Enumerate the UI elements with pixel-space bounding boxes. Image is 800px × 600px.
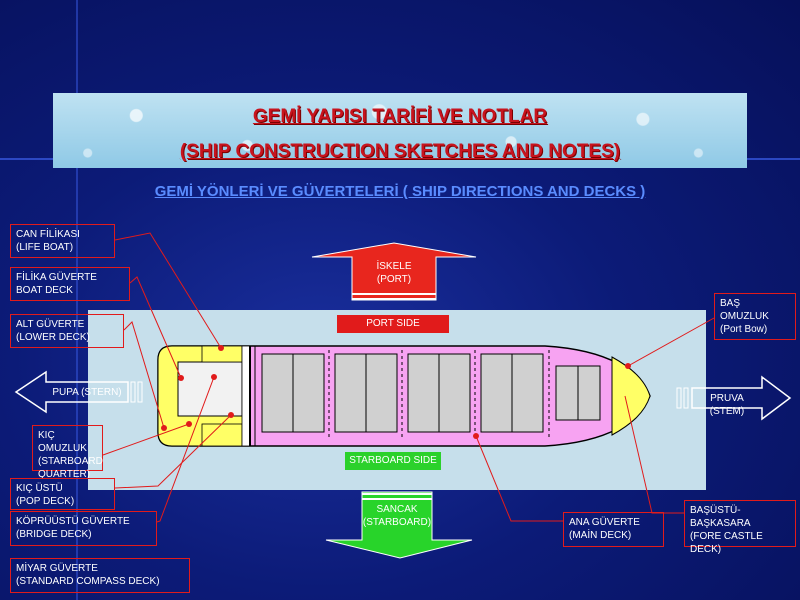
port-arrow <box>311 242 477 301</box>
stem-arrow <box>676 375 792 421</box>
port-side-box: PORT SIDE <box>337 315 449 333</box>
subtitle: GEMİ YÖNLERİ VE GÜVERTELERİ ( SHIP DIREC… <box>154 183 646 200</box>
title-english: (SHIP CONSTRUCTION SKETCHES AND NOTES) <box>179 141 621 162</box>
forecastle-tr1: BAŞÜSTÜ- <box>690 505 741 516</box>
label-life-boat: CAN FİLİKASI (LIFE BOAT) <box>10 224 115 258</box>
starboard-arrow-label: SANCAK (STARBOARD) <box>360 503 434 529</box>
life-boat-en: (LIFE BOAT) <box>16 242 74 253</box>
label-starboard-quarter: KIÇ OMUZLUK (STARBOARD QUARTER) <box>32 425 103 480</box>
title-turkish: GEMİ YAPISI TARİFİ VE NOTLAR <box>252 106 548 127</box>
starboard-tr: SANCAK <box>376 504 418 515</box>
forecastle-en: (FORE CASTLE DECK) <box>690 531 763 555</box>
poop-deck-tr: KIÇ ÜSTÜ <box>16 483 63 494</box>
cargo-hatches <box>261 350 601 440</box>
stem-label: PRUVA (STEM) <box>709 393 745 417</box>
label-forecastle-deck: BAŞÜSTÜ- BAŞKASARA (FORE CASTLE DECK) <box>684 500 796 555</box>
forecastle-tr2: BAŞKASARA <box>690 518 751 529</box>
label-boat-deck: FİLİKA GÜVERTE BOAT DECK <box>10 267 130 301</box>
starboard-quarter-en2: QUARTER) <box>38 469 91 480</box>
leader-lines <box>102 232 715 523</box>
boat-deck-en: BOAT DECK <box>16 285 73 296</box>
port-en: (PORT) <box>376 274 412 285</box>
port-bow-tr1: BAŞ <box>720 298 741 309</box>
lower-deck-tr: ALT GÜVERTE <box>16 319 85 330</box>
bridge-deck-en: (BRIDGE DECK) <box>16 529 92 540</box>
starboard-arrow <box>325 491 473 559</box>
starboard-side-box: STARBOARD SIDE <box>345 452 441 470</box>
label-poop-deck: KIÇ ÜSTÜ (POP DECK) <box>10 478 115 510</box>
boat-deck-tr: FİLİKA GÜVERTE <box>16 272 97 283</box>
main-deck-tr: ANA GÜVERTE <box>569 517 640 528</box>
port-arrow-label: İSKELE (PORT) <box>352 260 436 286</box>
starboard-en: (STARBOARD) <box>362 517 432 528</box>
main-deck-en: (MAİN DECK) <box>569 530 632 541</box>
starboard-quarter-tr: KIÇ OMUZLUK <box>38 430 87 454</box>
port-bow-en: (Port Bow) <box>720 324 768 335</box>
stern-arrow <box>14 370 143 414</box>
label-main-deck: ANA GÜVERTE (MAİN DECK) <box>563 512 664 547</box>
compass-deck-tr: MİYAR GÜVERTE <box>16 563 98 574</box>
label-compass-deck: MİYAR GÜVERTE (STANDARD COMPASS DECK) <box>10 558 190 593</box>
label-port-bow: BAŞ OMUZLUK (Port Bow) <box>714 293 796 340</box>
lower-deck-en: (LOWER DECK) <box>16 332 90 343</box>
life-boat-tr: CAN FİLİKASI <box>16 229 80 240</box>
label-lower-deck: ALT GÜVERTE (LOWER DECK) <box>10 314 124 348</box>
port-tr: İSKELE <box>376 261 412 272</box>
title-banner: GEMİ YAPISI TARİFİ VE NOTLAR (SHIP CONST… <box>53 93 747 168</box>
port-bow-tr2: OMUZLUK <box>720 311 769 322</box>
poop-deck-en: (POP DECK) <box>16 496 75 507</box>
bridge-deck-tr: KÖPRÜÜSTÜ GÜVERTE <box>16 516 130 527</box>
label-bridge-deck: KÖPRÜÜSTÜ GÜVERTE (BRIDGE DECK) <box>10 511 157 546</box>
compass-deck-en: (STANDARD COMPASS DECK) <box>16 576 160 587</box>
starboard-quarter-en1: (STARBOARD <box>38 456 103 467</box>
stern-label: PUPA (STERN) <box>52 387 122 398</box>
